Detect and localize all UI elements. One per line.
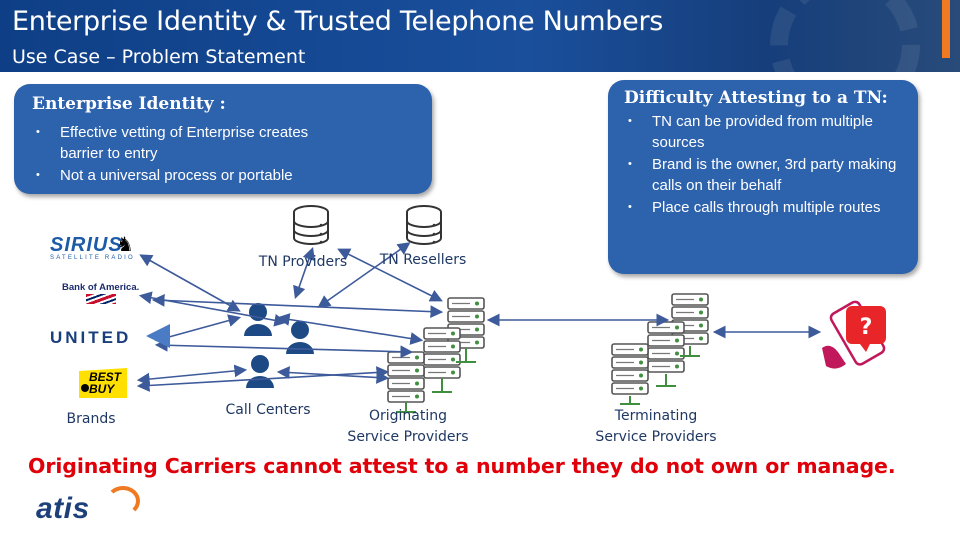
terminating-label-line1: Terminating xyxy=(614,408,698,424)
best-buy-line1: BEST xyxy=(89,370,122,384)
phone-alert-icon xyxy=(822,300,886,369)
united-word: UNITED xyxy=(50,328,132,347)
sirius-logo: SIRIUS SATELLITE RADIO ♞ xyxy=(50,234,140,261)
enterprise-identity-heading: Enterprise Identity : xyxy=(32,94,226,114)
atis-logo-word: atis xyxy=(36,492,90,525)
accent-bar xyxy=(942,0,950,58)
list-item: Not a universal process or portable xyxy=(32,165,414,187)
page-subtitle: Use Case – Problem Statement xyxy=(12,46,306,68)
difficulty-list: TN can be provided from multiple sources… xyxy=(624,111,902,219)
sirius-dog-icon: ♞ xyxy=(116,234,134,256)
globe-icon xyxy=(146,324,170,348)
terminating-server-stack-icon xyxy=(612,294,708,405)
best-buy-line2: BUY xyxy=(89,382,115,396)
originating-server-stack-icon xyxy=(388,298,484,413)
sirius-logo-word: SIRIUS xyxy=(50,234,123,256)
brands-label: Brands xyxy=(66,411,116,427)
list-item: TN can be provided from multiple sources xyxy=(624,111,902,154)
enterprise-identity-list: Effective vetting of Enterprise creates … xyxy=(32,122,414,187)
originating-label-line2: Service Providers xyxy=(347,429,469,445)
phone-alert-symbol: ? xyxy=(860,315,873,340)
tn-resellers-label: TN Resellers xyxy=(379,252,467,268)
atis-swirl-icon xyxy=(106,486,140,516)
tn-resellers-database-icon xyxy=(406,205,442,245)
tag-icon xyxy=(81,384,89,392)
call-centers-label: Call Centers xyxy=(225,402,311,418)
difficulty-heading: Difficulty Attesting to a TN: xyxy=(624,88,888,108)
list-item: Effective vetting of Enterprise creates … xyxy=(32,122,332,165)
terminating-label-line2: Service Providers xyxy=(595,429,717,445)
sirius-logo-sub: SATELLITE RADIO xyxy=(50,255,135,261)
enterprise-identity-bubble: Enterprise Identity : Effective vetting … xyxy=(14,84,432,194)
connection-arrows xyxy=(136,242,822,392)
tn-providers-database-icon xyxy=(293,205,329,245)
difficulty-attesting-bubble: Difficulty Attesting to a TN: TN can be … xyxy=(608,80,918,274)
call-center-agent-icon xyxy=(245,352,275,389)
bank-of-america-logo: Bank of America. xyxy=(62,282,140,304)
conclusion-statement: Originating Carriers cannot attest to a … xyxy=(28,454,896,478)
page-title: Enterprise Identity & Trusted Telephone … xyxy=(12,6,664,37)
united-logo: UNITED xyxy=(50,324,170,348)
best-buy-logo: BEST BUY xyxy=(79,368,127,398)
tn-providers-label: TN Providers xyxy=(258,254,348,270)
bank-of-america-word: Bank of America. xyxy=(62,282,140,293)
list-item: Place calls through multiple routes xyxy=(624,197,902,219)
flag-icon xyxy=(86,294,116,304)
originating-label-line1: Originating xyxy=(368,408,448,424)
list-item: Brand is the owner, 3rd party making cal… xyxy=(624,154,902,197)
atis-logo: atis xyxy=(36,486,140,526)
